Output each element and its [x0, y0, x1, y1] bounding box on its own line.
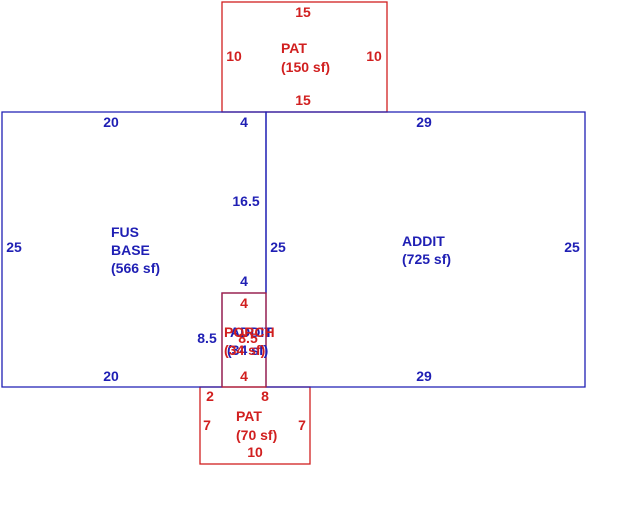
addit-name: ADDIT [402, 233, 445, 249]
patio-top-dim-left: 10 [226, 48, 242, 64]
notch-dim-top: 4 [240, 114, 248, 130]
base-dim-right-upper: 16.5 [232, 193, 259, 209]
patio-top-dim-bottom: 15 [295, 92, 311, 108]
patio-bottom-dim-left-seg: 2 [206, 388, 214, 404]
base-dim-left: 25 [6, 239, 22, 255]
porch-dim-side: 8.5 [238, 330, 258, 346]
base-dim-top: 20 [103, 114, 119, 130]
addit-area: (725 sf) [402, 251, 451, 267]
addit-dim-bottom: 29 [416, 368, 432, 384]
base-area: (566 sf) [111, 260, 160, 276]
patio-top-name: PAT [281, 40, 307, 56]
porch-dim-top: 4 [240, 295, 248, 311]
porch-dim-bottom: 4 [240, 368, 248, 384]
small-addit-name: ADDIT [230, 324, 273, 340]
porch-area: (34 sf) [224, 342, 265, 358]
base-dim-inner-right: 25 [270, 239, 286, 255]
notch-dim-side: 4 [240, 273, 248, 289]
base-name-line2: BASE [111, 242, 150, 258]
patio-bottom-dim-right-seg: 8 [261, 388, 269, 404]
patio-top-dim-right: 10 [366, 48, 382, 64]
addit-dim-right: 25 [564, 239, 580, 255]
patio-bottom-dim-bottom: 10 [247, 444, 263, 460]
patio-top-dim-top: 15 [295, 4, 311, 20]
small-addit-area: (34 sf) [227, 342, 268, 358]
patio-top-area: (150 sf) [281, 59, 330, 75]
porch-name: PORCH [224, 324, 275, 340]
notch-dim-left: 8.5 [197, 330, 217, 346]
patio-bottom-dim-left: 7 [203, 417, 211, 433]
addit-dim-top: 29 [416, 114, 432, 130]
patio-bottom-dim-right: 7 [298, 417, 306, 433]
porch-outline [221, 292, 267, 388]
base-dim-bottom: 20 [103, 368, 119, 384]
patio-bottom-name: PAT [236, 408, 262, 424]
patio-bottom-area: (70 sf) [236, 427, 277, 443]
base-name-line1: FUS [111, 224, 139, 240]
